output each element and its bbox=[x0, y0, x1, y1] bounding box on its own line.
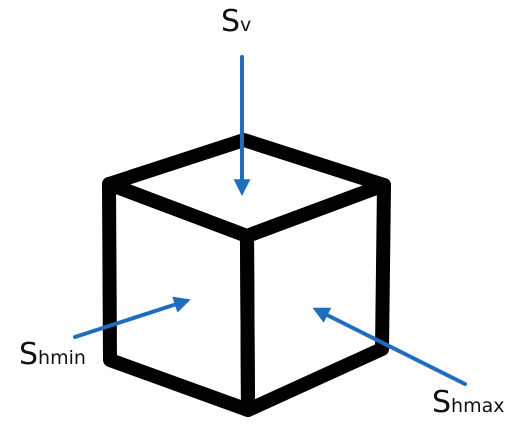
shmin-label: Shmin bbox=[19, 340, 86, 370]
sv-label-sub: v bbox=[240, 14, 252, 36]
shmin-label-sub: hmin bbox=[38, 347, 86, 369]
shmin-arrow bbox=[73, 296, 191, 339]
sv-label: Sv bbox=[221, 7, 251, 37]
shmax-arrow bbox=[312, 307, 467, 386]
cube-top-face bbox=[102, 133, 391, 243]
shmin-label-main: S bbox=[19, 337, 39, 372]
shmax-label-main: S bbox=[432, 385, 452, 420]
cube-left-face bbox=[102, 177, 255, 417]
sv-label-main: S bbox=[221, 4, 241, 39]
stress-arrows bbox=[73, 55, 467, 386]
cube bbox=[102, 133, 391, 417]
shmax-label-sub: hmax bbox=[451, 395, 505, 417]
shmax-label: Shmax bbox=[432, 388, 504, 418]
cube-right-face bbox=[240, 178, 391, 417]
